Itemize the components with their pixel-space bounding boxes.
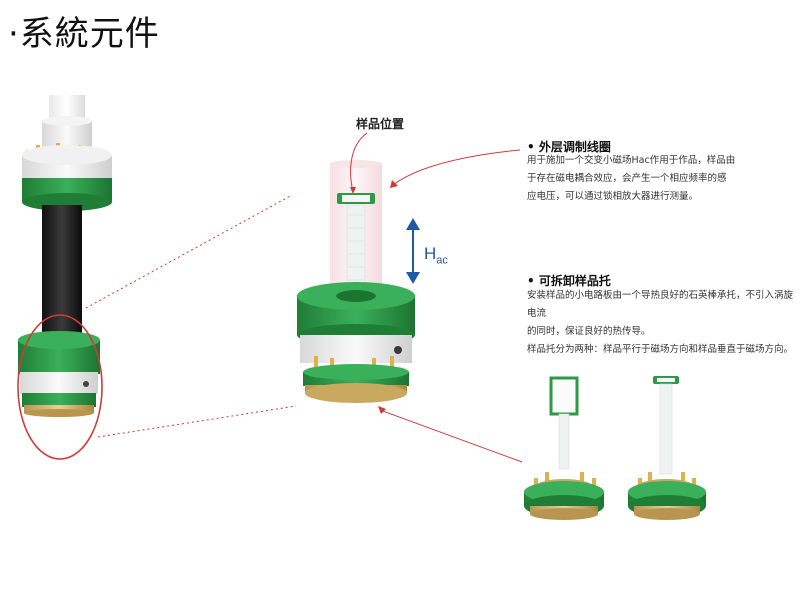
arrowhead <box>350 187 356 194</box>
field-label-main: H <box>424 244 437 263</box>
field-label: Hac <box>424 244 448 266</box>
coil-section-body: 用于施加一个交变小磁场Hac作用于作品，样品由 于存在磁电耦合效应，会产生一个相… <box>527 152 777 206</box>
probe-assembly <box>18 95 112 417</box>
coil-module <box>297 160 415 403</box>
sample-position-label: 样品位置 <box>356 117 405 131</box>
holder-section-body: 安装样品的小电路板由一个导热良好的石英棒承托，不引入涡旋电流 的同时，保证良好的… <box>527 287 795 359</box>
coil-body-line: 于存在磁电耦合效应，会产生一个相应频率的感 <box>527 173 727 184</box>
pointer-arrow <box>392 149 521 186</box>
arrowhead <box>378 406 386 414</box>
zoom-guide-line <box>85 194 293 309</box>
arrowhead <box>390 180 398 188</box>
coil-section-title: • 外层调制线圈 <box>527 140 611 154</box>
holder-body-line: 样品托分为两种：样品平行于磁场方向和样品垂直于磁场方向。 <box>527 344 794 355</box>
pointer-arrow <box>350 132 368 193</box>
coil-body-line: 应电压，可以通过锁相放大器进行测量。 <box>527 191 699 202</box>
pointer-arrow <box>379 409 523 463</box>
holder-section-title: • 可拆卸样品托 <box>527 274 611 288</box>
double-arrow-icon <box>406 218 420 284</box>
coil-body-line: 用于施加一个交变小磁场Hac作用于作品，样品由 <box>527 155 736 166</box>
sample-holder-parallel <box>628 376 706 520</box>
page-title: ·系統元件 <box>8 14 160 54</box>
highlight-ellipse <box>17 314 103 460</box>
sample-holder-perpendicular <box>524 376 604 520</box>
field-label-sub: ac <box>436 254 448 267</box>
holder-body-line: 的同时，保证良好的热传导。 <box>527 326 651 337</box>
zoom-guide-line <box>97 405 297 438</box>
holder-body-line: 安装样品的小电路板由一个导热良好的石英棒承托，不引入涡旋电流 <box>527 290 794 319</box>
